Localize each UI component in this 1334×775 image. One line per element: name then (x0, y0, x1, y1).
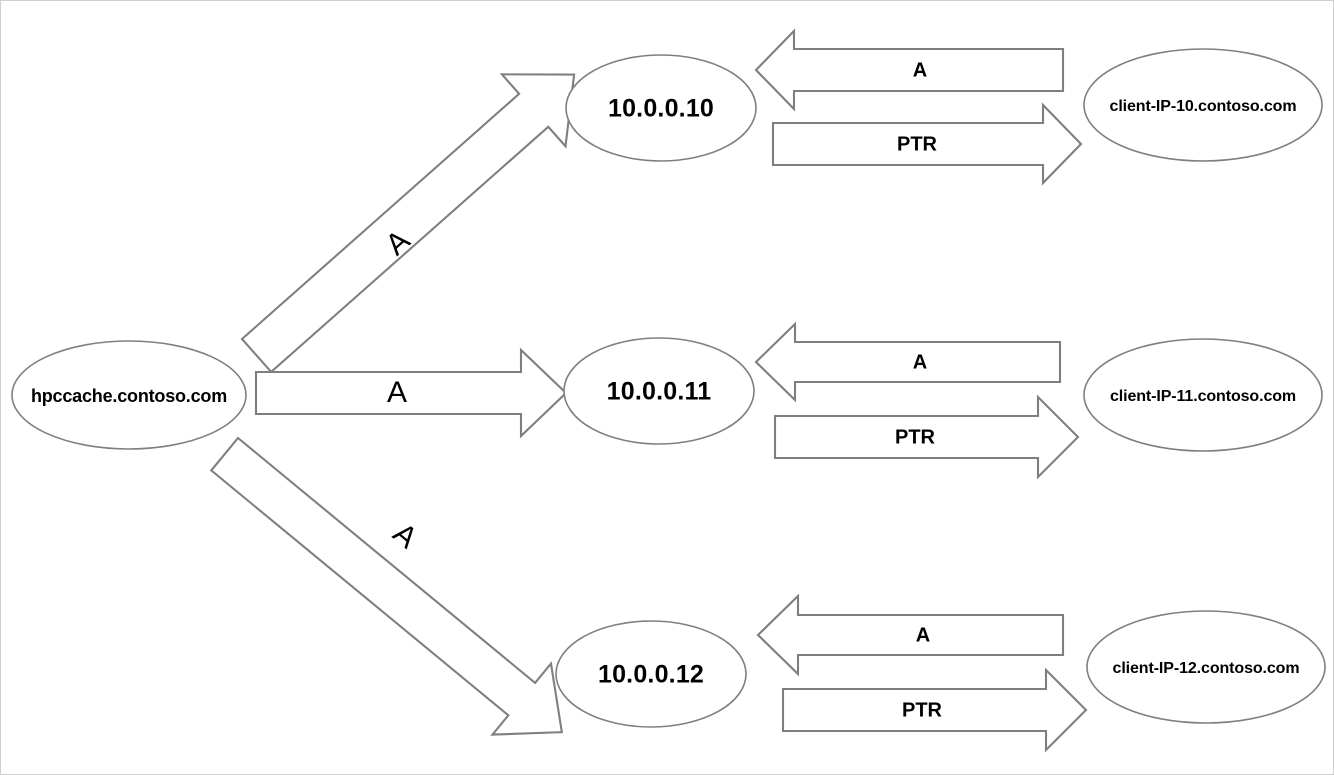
edge-root-to-ip-2-label: A (387, 517, 423, 555)
edge-ip-to-client-4-label: A (916, 624, 930, 646)
node-ip-0-label: 10.0.0.10 (608, 95, 714, 123)
node-root-label: hpccache.contoso.com (31, 386, 227, 406)
block-arrow-shape (771, 102, 1083, 186)
node-root (11, 340, 247, 450)
block-arrow-shape (754, 28, 1065, 112)
block-arrow-shape (756, 593, 1065, 677)
node-client-1 (1083, 338, 1323, 452)
node-ip-2 (555, 620, 747, 728)
node-client-0 (1083, 48, 1323, 162)
edge-ip-to-client-1 (771, 102, 1083, 186)
block-arrow-shape (254, 347, 568, 439)
edge-root-to-ip-1-label: A (387, 376, 407, 409)
node-ip-0 (565, 54, 757, 162)
block-arrow-shape (773, 394, 1080, 480)
edge-ip-to-client-4 (756, 593, 1065, 677)
edge-root-to-ip-0 (240, 73, 576, 374)
node-ip-1-label: 10.0.0.11 (607, 378, 712, 406)
edge-ip-to-client-3-label: PTR (895, 426, 936, 448)
edge-ip-to-client-3 (773, 394, 1080, 480)
node-client-0-label: client-IP-10.contoso.com (1110, 98, 1297, 115)
node-client-1-label: client-IP-11.contoso.com (1110, 388, 1296, 405)
node-client-2 (1086, 610, 1326, 724)
block-arrow-shape (781, 667, 1088, 753)
edge-ip-to-client-2-label: A (913, 351, 927, 373)
edge-ip-to-client-5 (781, 667, 1088, 753)
node-ip-2-label: 10.0.0.12 (598, 661, 704, 689)
edge-ip-to-client-2 (754, 321, 1062, 403)
block-arrow-shape (240, 73, 576, 374)
edge-ip-to-client-0 (754, 28, 1065, 112)
edge-ip-to-client-0-label: A (913, 59, 927, 81)
edge-ip-to-client-5-label: PTR (902, 699, 943, 721)
edge-ip-to-client-1-label: PTR (897, 133, 938, 155)
block-arrow-shape (754, 321, 1062, 403)
edge-root-to-ip-2 (209, 436, 564, 736)
block-arrow-shape (209, 436, 564, 736)
edge-root-to-ip-1 (254, 347, 568, 439)
node-ip-1 (563, 337, 755, 445)
node-client-2-label: client-IP-12.contoso.com (1113, 660, 1300, 677)
